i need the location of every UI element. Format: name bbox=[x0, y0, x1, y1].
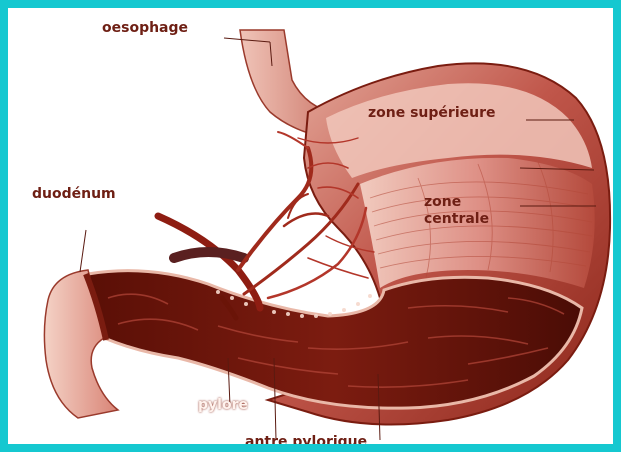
label-oesophage: oesophage bbox=[102, 20, 188, 36]
label-zone-centrale-line1: zone bbox=[424, 194, 461, 210]
label-zone-superieure: zone supérieure bbox=[368, 105, 495, 121]
label-zone-centrale-line2: centrale bbox=[424, 211, 489, 227]
label-antre-pylorique: antre pylorique bbox=[245, 434, 367, 450]
label-duodenum: duodénum bbox=[32, 186, 116, 202]
stomach-illustration bbox=[8, 8, 621, 452]
label-pylore: pylore bbox=[198, 397, 248, 413]
